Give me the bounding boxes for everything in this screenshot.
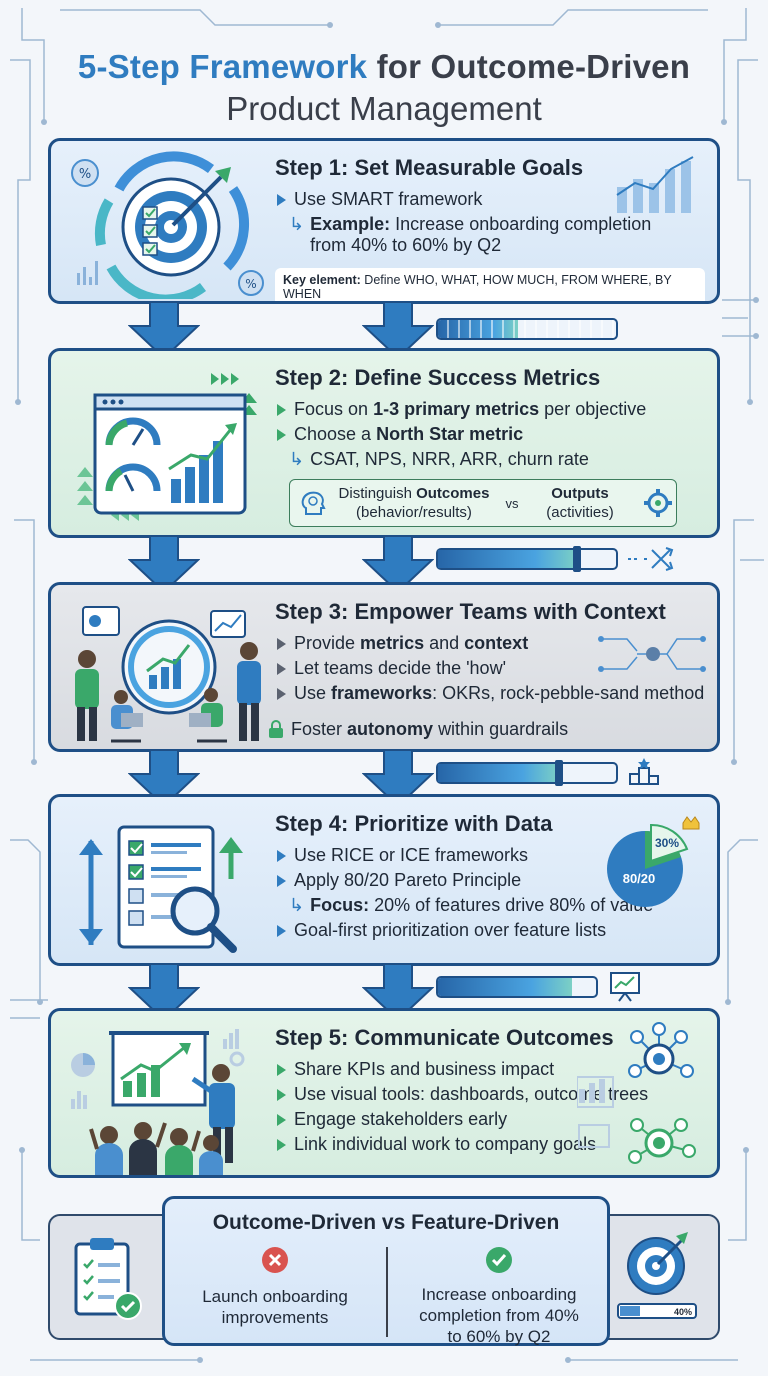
step2-bullet-north-star: Choose a North Star metric — [275, 424, 705, 445]
close-icon — [262, 1247, 288, 1273]
brain-head-icon — [301, 491, 326, 515]
step4-card: Step 4: Prioritize with Data Use RICE or… — [48, 794, 720, 966]
step3-progress-bar — [436, 760, 618, 786]
presentation-board-icon — [610, 972, 640, 1002]
step4-focus: ↳Focus: 20% of features drive 80% of val… — [289, 895, 654, 915]
checklist-magnifier-icon — [79, 825, 243, 953]
comparison-divider — [386, 1247, 388, 1337]
growth-chart-icon — [616, 156, 694, 213]
lock-icon — [269, 720, 283, 738]
step3-card: Step 3: Empower Teams with Context Provi… — [48, 582, 720, 752]
outcomes-vs-outputs: Distinguish Outcomes(behavior/results) v… — [289, 479, 677, 527]
step4-progress-bar — [436, 976, 598, 998]
pie-small-label: 30% — [655, 836, 679, 850]
flow-arrow-3a — [128, 750, 200, 808]
step3-bullet-autonomy: Foster autonomy within guardrails — [265, 719, 568, 740]
flow-arrow-1a — [128, 302, 200, 360]
target-arrow-icon: % % — [71, 151, 264, 299]
flow-arrow-4b — [362, 964, 434, 1022]
team-collaboration-icon — [75, 606, 261, 743]
step3-bullet-provide: Provide metrics and context — [275, 633, 705, 654]
step4-bullet-rice: Use RICE or ICE frameworks — [275, 845, 705, 866]
pie-chart-icon: 30% 80/20 — [607, 816, 700, 907]
step5-title: Step 5: Communicate Outcomes — [275, 1025, 614, 1050]
step2-bullet-focus: Focus on 1-3 primary metrics per objecti… — [275, 399, 705, 420]
step3-title: Step 3: Empower Teams with Context — [275, 599, 666, 624]
step2-card: Step 2: Define Success Metrics Focus on … — [48, 348, 720, 538]
clipboard-checklist-icon — [74, 1238, 142, 1320]
step1-key-element: Key element: Define WHO, WHAT, HOW MUCH,… — [275, 268, 705, 301]
step4-title: Step 4: Prioritize with Data — [275, 811, 553, 836]
gauge-label: 40% — [674, 1307, 692, 1317]
check-icon — [486, 1247, 512, 1273]
comparison-title: Outcome-Driven vs Feature-Driven — [212, 1211, 560, 1234]
step1-bullet-smart: Use SMART framework — [275, 189, 705, 210]
presentation-audience-icon — [71, 1029, 245, 1175]
step5-card: Step 5: Communicate Outcomes Share KPIs … — [48, 1008, 720, 1178]
flow-arrow-2b — [362, 536, 434, 594]
step2-title: Step 2: Define Success Metrics — [275, 365, 601, 390]
svg-text:%: % — [245, 277, 256, 291]
title-accent: 5-Step Framework — [77, 48, 368, 85]
step4-bullet-pareto: Apply 80/20 Pareto Principle — [275, 870, 705, 891]
gear-icon — [644, 489, 672, 517]
podium-icon — [629, 758, 659, 785]
step1-progress-bar — [436, 318, 618, 340]
dashboard-gauge-icon — [77, 373, 257, 521]
comparison-panel: Outcome-Driven vs Feature-Driven Launch … — [162, 1196, 610, 1346]
flow-arrow-3b — [362, 750, 434, 808]
step3-bullet-decide: Let teams decide the 'how' — [275, 658, 705, 679]
step1-title: Step 1: Set Measurable Goals — [275, 155, 584, 180]
step5-bullet-engage: Engage stakeholders early — [275, 1109, 705, 1130]
svg-text:%: % — [79, 167, 91, 182]
flow-arrow-2a — [128, 536, 200, 594]
title-subtitle: Product Management — [226, 90, 542, 127]
step5-bullet-kpis: Share KPIs and business impact — [275, 1059, 705, 1080]
pie-big-label: 80/20 — [623, 871, 656, 886]
step2-progress-bar — [436, 546, 618, 572]
shuffle-icon — [628, 547, 674, 571]
flow-arrow-1b — [362, 302, 434, 360]
step3-bullet-frameworks: Use frameworks: OKRs, rock-pebble-sand m… — [275, 683, 705, 704]
step1-example: ↳Example: Increase onboarding completion… — [289, 214, 652, 255]
title-rest: for Outcome-Driven — [376, 48, 691, 85]
outcome-tree-icon — [577, 1022, 696, 1164]
step2-metrics-list: ↳CSAT, NPS, NRR, ARR, churn rate — [289, 449, 589, 469]
network-nodes-icon — [598, 636, 706, 672]
step5-bullet-link: Link individual work to company goals — [275, 1134, 705, 1155]
flow-arrow-4a — [128, 964, 200, 1022]
step4-bullet-goal-first: Goal-first prioritization over feature l… — [275, 920, 705, 941]
step5-bullet-visual: Use visual tools: dashboards, outcome tr… — [275, 1084, 705, 1105]
step1-card: % % Step 1: Set Measurable Goals Use SMA… — [48, 138, 720, 304]
page-title: 5-Step Framework for Outcome-Driven Prod… — [0, 48, 768, 128]
target-icon: 40% — [617, 1232, 697, 1319]
